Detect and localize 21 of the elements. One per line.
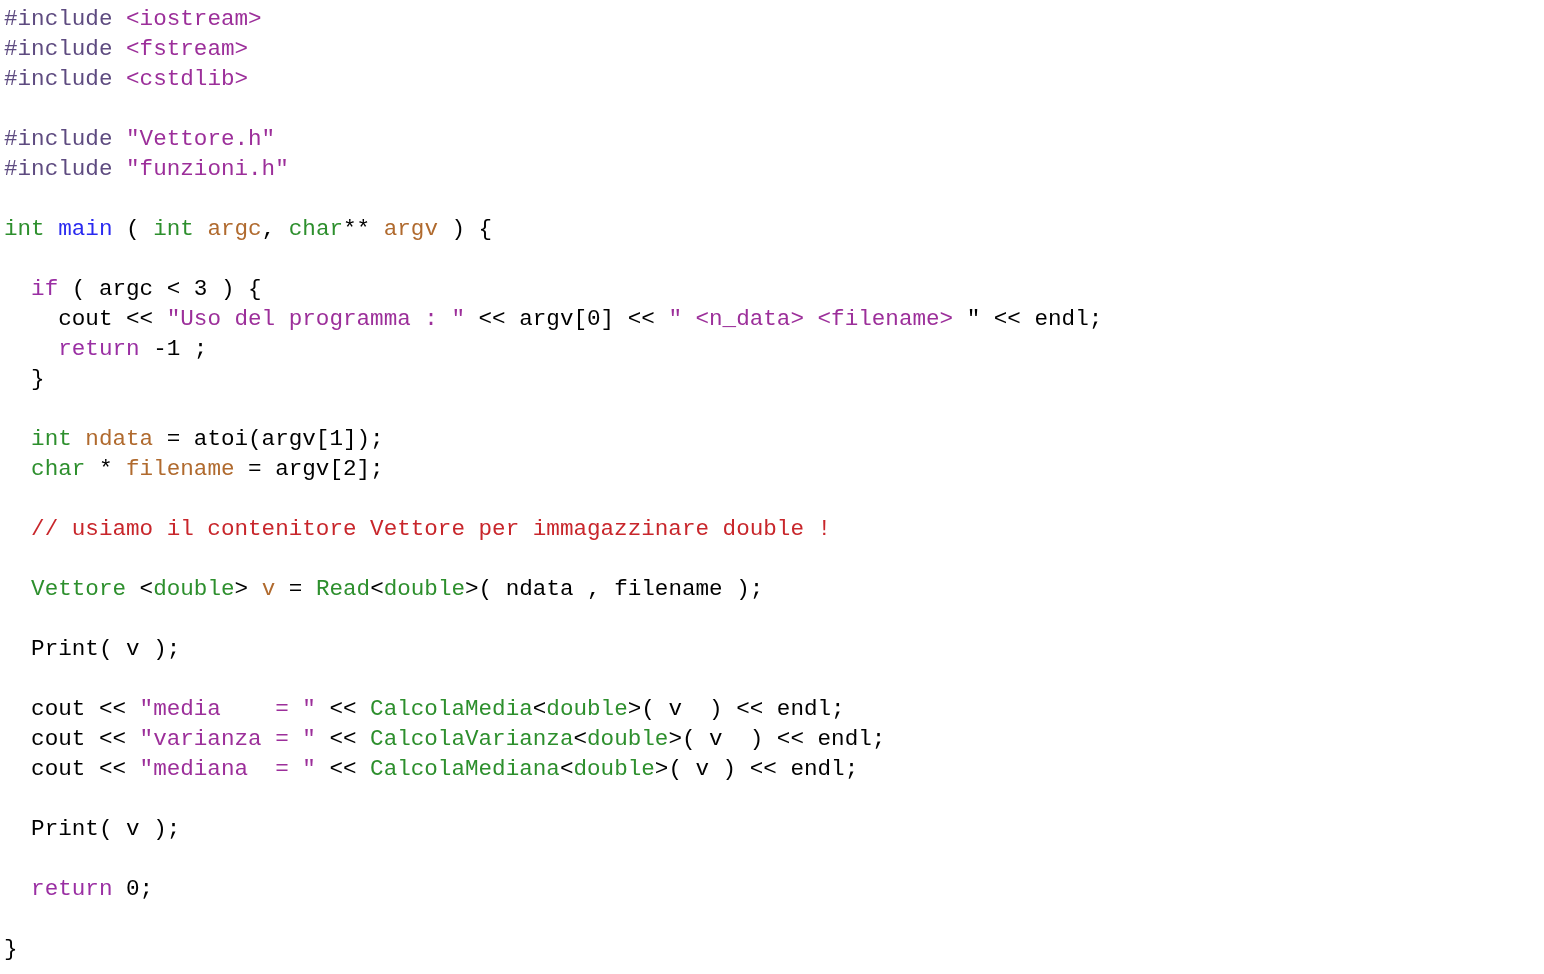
code-line: } bbox=[4, 935, 18, 964]
code-line: #include <iostream> bbox=[4, 5, 262, 34]
code-line: char * filename = argv[2]; bbox=[31, 455, 384, 484]
code-line: Vettore <double> v = Read<double>( ndata , filename ); bbox=[31, 575, 764, 604]
code-line: return -1 ; bbox=[58, 335, 208, 364]
code-line: if ( argc < 3 ) { bbox=[31, 275, 262, 304]
code-line: } bbox=[31, 365, 45, 394]
code-line: cout << "varianza = " << CalcolaVarianza<double>( v ) << endl; bbox=[31, 725, 886, 754]
code-comment: // usiamo il contenitore Vettore per immagazzinare double ! bbox=[31, 515, 832, 544]
code-line: cout << "Uso del programma : " << argv[0] << " <n_data> <filename> " << endl; bbox=[58, 305, 1103, 334]
code-line: cout << "mediana = " << CalcolaMediana<double>( v ) << endl; bbox=[31, 755, 859, 784]
code-line: #include "Vettore.h" bbox=[4, 125, 276, 154]
code-line: int main ( int argc, char** argv ) { bbox=[4, 215, 493, 244]
code-line: int ndata = atoi(argv[1]); bbox=[31, 425, 384, 454]
code-line: return 0; bbox=[31, 875, 154, 904]
code-line: cout << "media = " << CalcolaMedia<double>( v ) << endl; bbox=[31, 695, 845, 724]
code-line: Print( v ); bbox=[31, 815, 181, 844]
code-line: #include <fstream> bbox=[4, 35, 249, 64]
code-line: Print( v ); bbox=[31, 635, 181, 664]
code-line: #include <cstdlib> bbox=[4, 65, 249, 94]
code-line: #include "funzioni.h" bbox=[4, 155, 289, 184]
